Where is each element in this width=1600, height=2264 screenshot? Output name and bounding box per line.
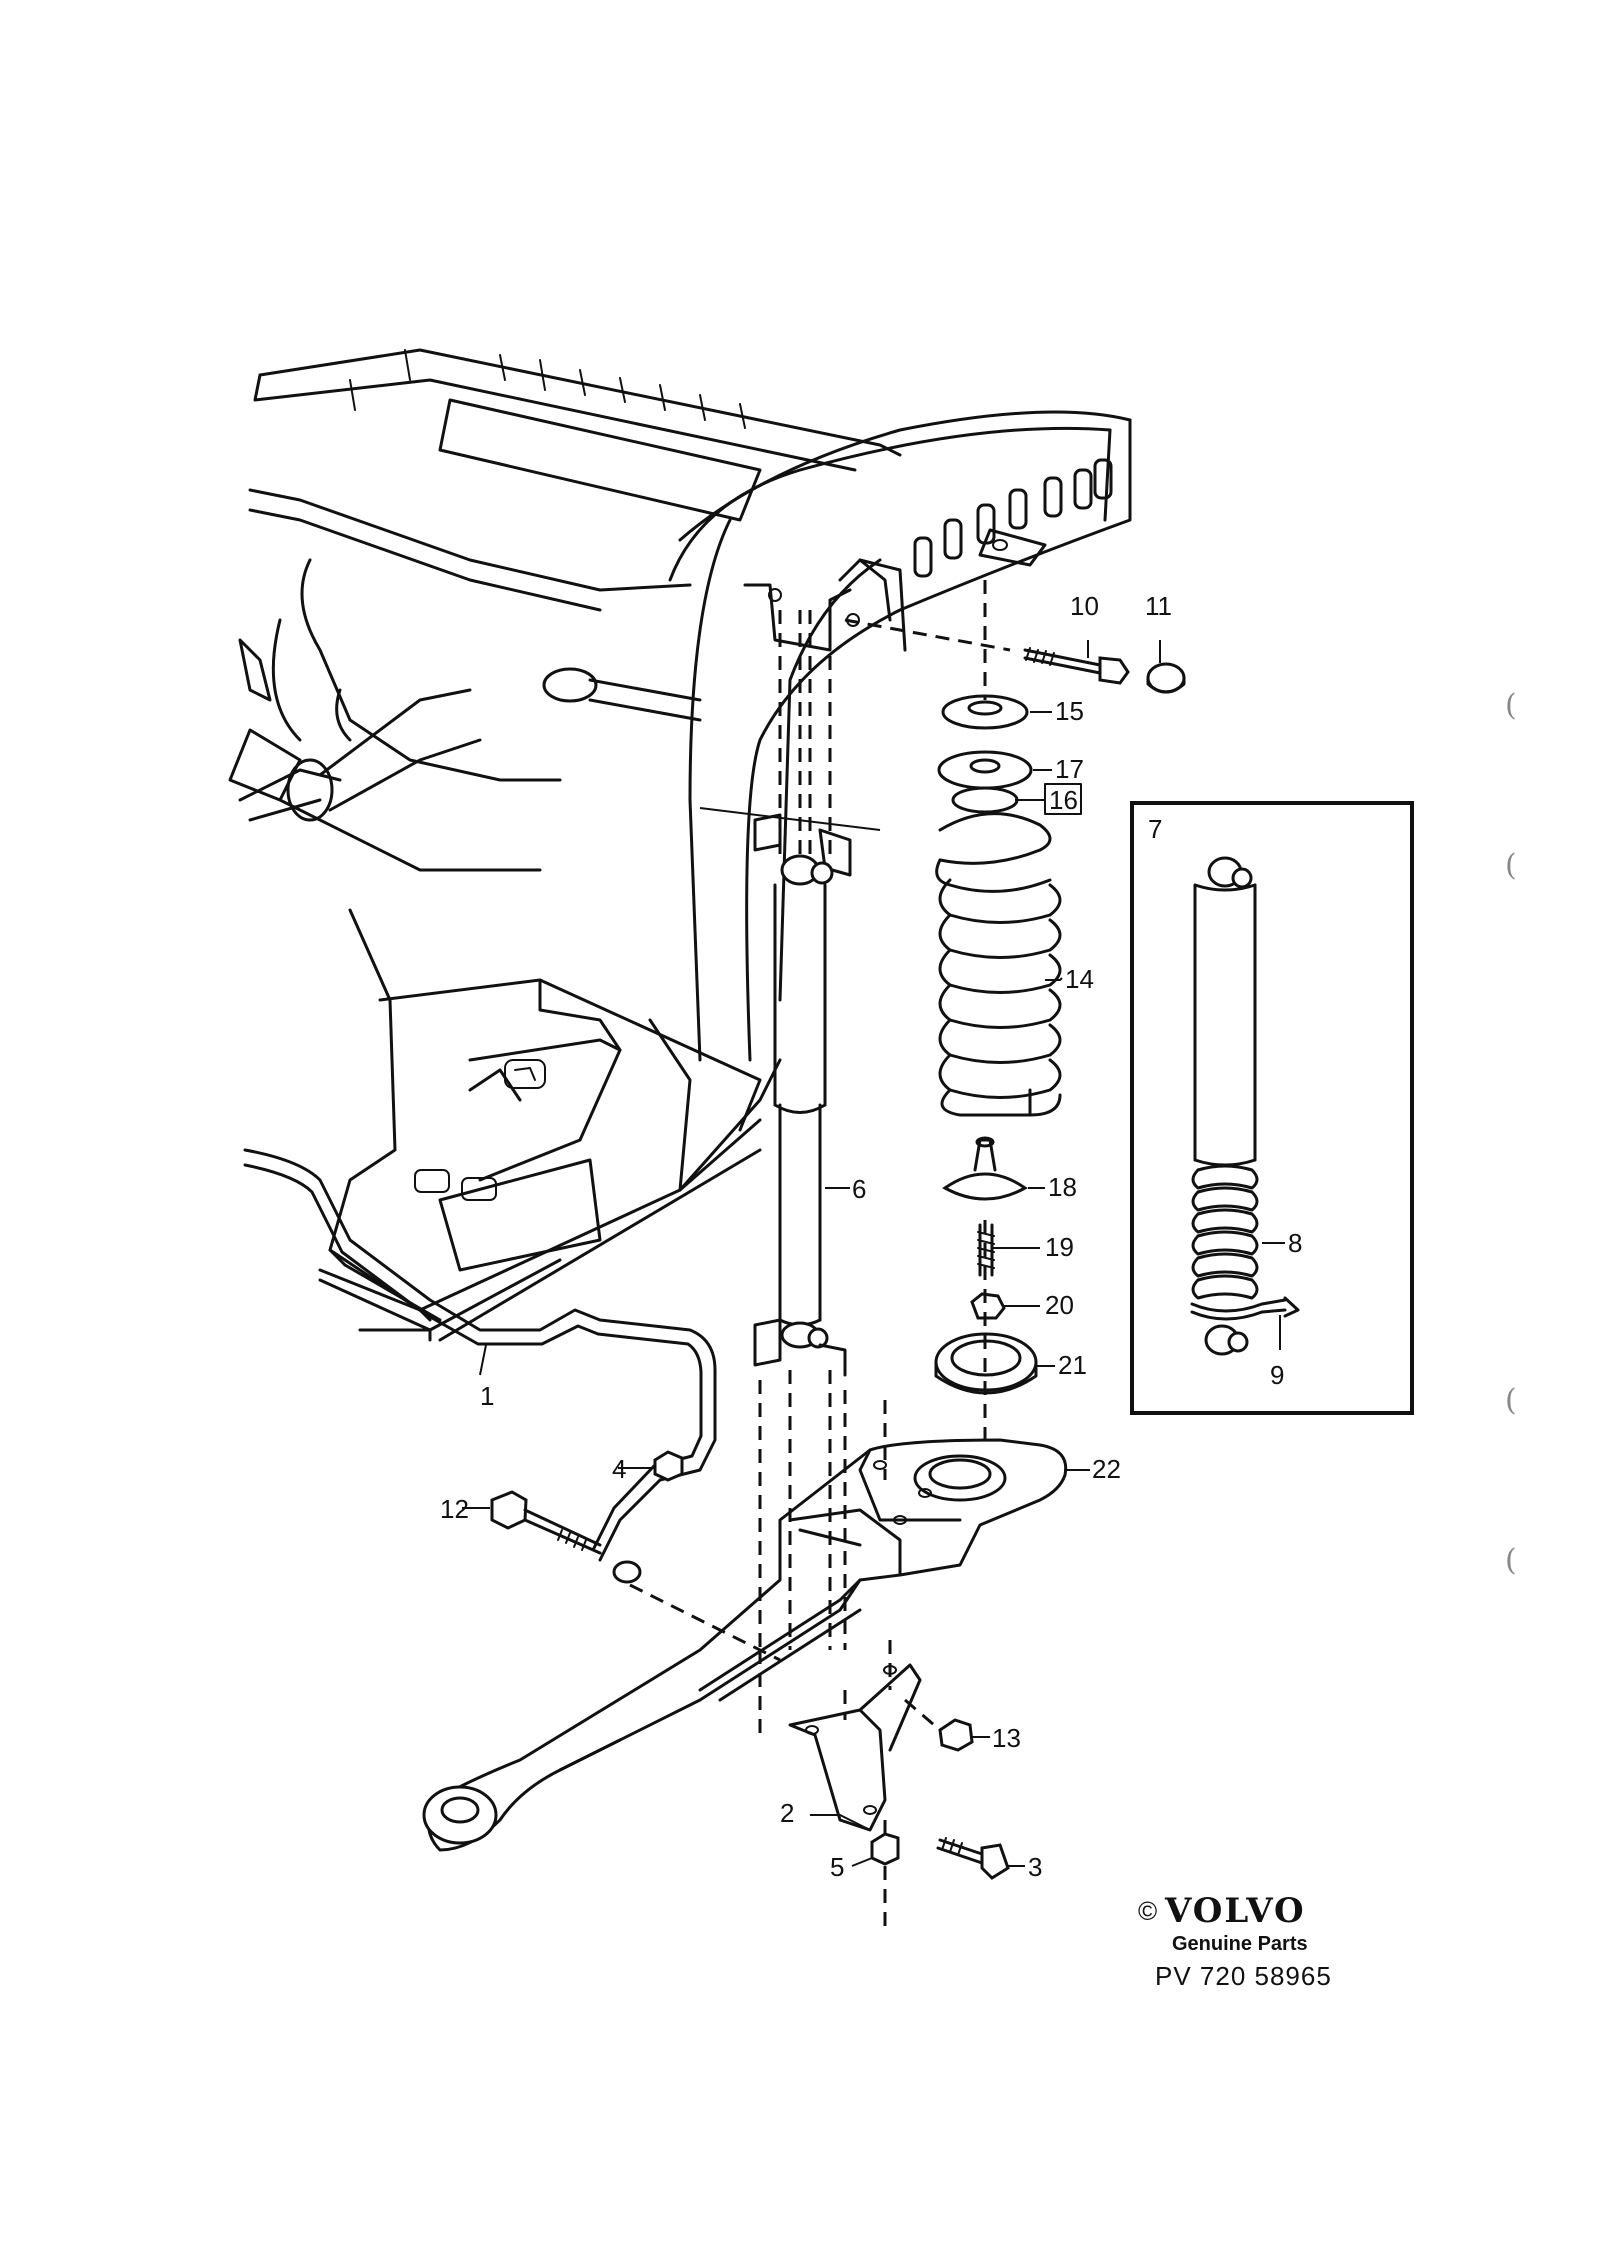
callout-13: 13 [992,1723,1021,1753]
margin-marks: ( ( ( ( [1505,688,1517,1578]
callout-6: 6 [852,1174,866,1204]
genuine-parts-label: Genuine Parts [1172,1933,1308,1955]
callout-19: 19 [1045,1232,1074,1262]
callout-16-box [1044,783,1082,815]
bump-stop [942,1136,1028,1201]
long-bolt [490,1490,602,1555]
callout-21: 21 [1058,1350,1087,1380]
margin-mark-1: ( [1505,688,1517,723]
callout-2: 2 [780,1798,794,1828]
volvo-footer: © VOLVO Genuine Parts PV 720 58965 [1138,1891,1332,1991]
callout-leaders [462,640,1161,1867]
volvo-logo-text: VOLVO [1164,1891,1306,1931]
callout-10: 10 [1070,591,1099,621]
callout-labels: 1 2 3 4 5 6 10 11 12 13 14 15 16 17 18 1… [440,591,1172,1882]
nut-13 [904,1698,974,1752]
callout-17: 17 [1055,754,1084,784]
callout-14: 14 [1065,964,1094,994]
callout-22: 22 [1092,1454,1121,1484]
margin-mark-4: ( [1505,1543,1517,1578]
coil-spring [935,812,1062,1117]
plug-cap [1146,662,1186,694]
arch-slots [913,458,1113,578]
shock-absorber [753,610,852,1650]
inset-alternate-shock: 7 8 9 [1130,801,1414,1415]
callout-7: 7 [1148,814,1162,844]
mount-axis-line [844,618,1011,652]
margin-mark-3: ( [1505,1383,1517,1418]
bolt-3 [936,1837,1010,1880]
copyright-symbol: © [1138,1896,1157,1926]
callout-5: 5 [830,1852,844,1882]
callout-3: 3 [1028,1852,1042,1882]
protective-boot [1191,1164,1259,1300]
nut-5 [870,1832,900,1866]
mounting-bracket [758,1400,922,1930]
vehicle-body-outline [228,348,1132,1342]
margin-mark-2: ( [1505,848,1517,883]
nut-4 [653,1450,684,1482]
callout-16: 16 [1049,785,1078,815]
callout-12: 12 [440,1494,469,1524]
callout-11: 11 [1145,591,1172,621]
hose-clamp [1190,1296,1300,1321]
callout-20: 20 [1045,1290,1074,1320]
part-reference-code: PV 720 58965 [1155,1961,1332,1991]
callout-18: 18 [1048,1172,1077,1202]
callout-9: 9 [1270,1360,1284,1390]
top-bolt [1023,647,1130,685]
callout-1: 1 [480,1381,494,1411]
callout-8: 8 [1288,1228,1302,1258]
spring-seat-16 [951,786,1019,814]
callout-15: 15 [1055,696,1084,726]
spring-insulator [937,750,1033,790]
stabilizer-bar [243,1148,781,1662]
callout-4: 4 [612,1454,626,1484]
spring-link-arm [422,1438,1068,1852]
upper-spring-seat [941,694,1029,730]
nut-20 [970,1292,1006,1320]
